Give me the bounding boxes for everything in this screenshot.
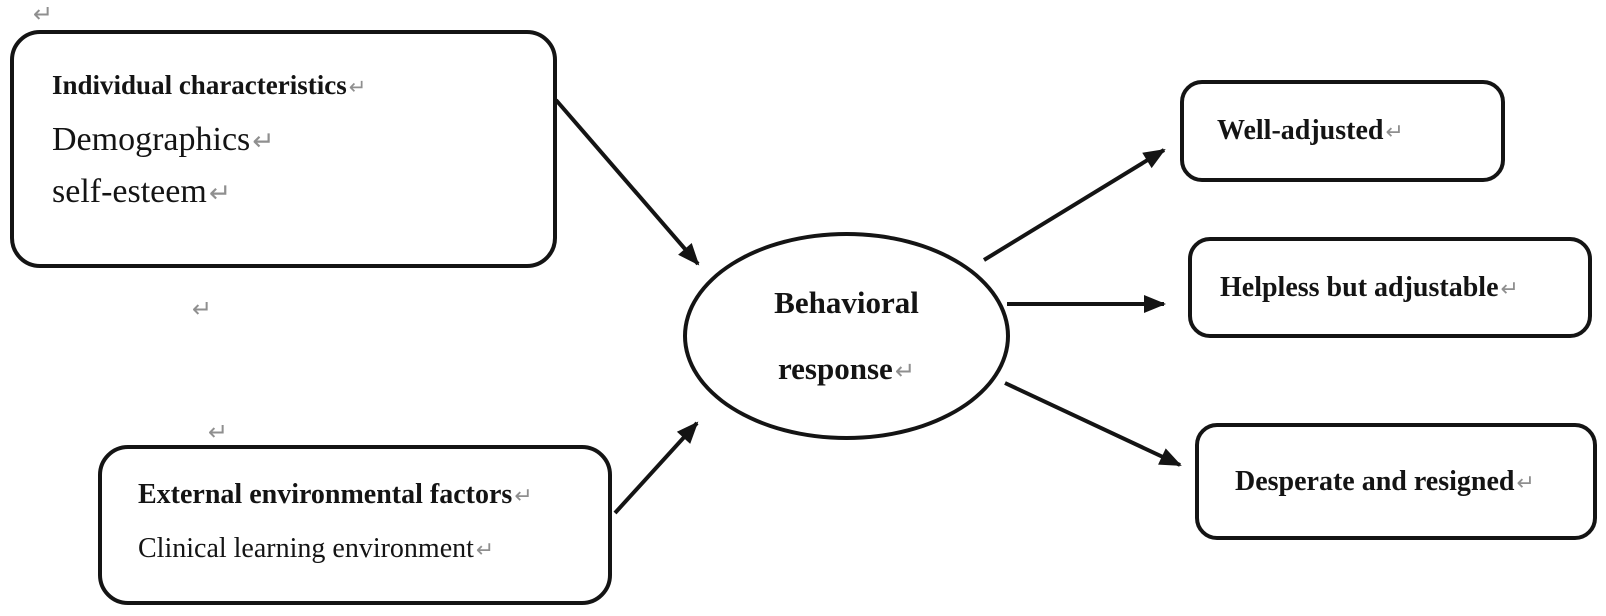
external-environmental-factors-box: External environmental factors↵ Clinical…: [98, 445, 612, 605]
helpless-but-adjustable-box: Helpless but adjustable↵: [1188, 237, 1592, 338]
self-esteem-text: self-esteem: [52, 173, 207, 210]
paragraph-mark: ↵: [192, 295, 213, 323]
behavioral-text: Behavioral: [774, 285, 919, 320]
arrow-behavioral-to-well-adjusted: [982, 148, 1166, 262]
individual-box-title: Individual characteristics↵: [52, 70, 553, 101]
paragraph-mark: ↵: [208, 178, 232, 209]
clinical-learning-environment-text: Clinical learning environment: [138, 533, 474, 564]
external-box-title: External environmental factors↵: [138, 479, 608, 511]
external-box-title-text: External environmental factors: [138, 479, 513, 510]
paragraph-mark: ↵: [252, 126, 275, 157]
well-adjusted-text: Well-adjusted: [1217, 115, 1384, 146]
desperate-text: Desperate and resigned: [1235, 465, 1515, 497]
well-adjusted-label: Well-adjusted↵: [1217, 115, 1404, 147]
paragraph-mark: ↵: [1500, 276, 1519, 302]
demographics-text: Demographics: [52, 121, 251, 158]
desperate-and-resigned-box: Desperate and resigned↵: [1195, 423, 1597, 540]
paragraph-mark: ↵: [1385, 120, 1404, 145]
paragraph-mark: ↵: [33, 0, 54, 28]
external-box-item-clinical: Clinical learning environment↵: [138, 533, 608, 565]
individual-box-item-self-esteem: self-esteem↵: [52, 173, 553, 211]
arrow-individual-to-behavioral: [554, 98, 700, 266]
helpless-label: Helpless but adjustable↵: [1220, 272, 1519, 304]
well-adjusted-box: Well-adjusted↵: [1180, 80, 1505, 182]
behavioral-line: Behavioral: [774, 285, 919, 321]
individual-box-item-demographics: Demographics↵: [52, 121, 553, 159]
paragraph-mark: ↵: [348, 74, 367, 99]
individual-box-title-text: Individual characteristics: [52, 70, 347, 100]
arrow-external-to-behavioral: [613, 421, 699, 515]
paragraph-mark: ↵: [208, 418, 229, 446]
response-line: response↵: [778, 351, 915, 387]
paragraph-mark: ↵: [1516, 470, 1535, 496]
helpless-text: Helpless but adjustable: [1220, 271, 1499, 303]
behavioral-response-ellipse: Behavioral response↵: [683, 232, 1010, 440]
paragraph-mark: ↵: [514, 484, 533, 509]
paragraph-mark: ↵: [475, 538, 495, 563]
response-text: response: [777, 351, 893, 386]
paragraph-mark: ↵: [894, 357, 916, 385]
desperate-label: Desperate and resigned↵: [1235, 466, 1535, 498]
arrow-behavioral-to-desperate: [1004, 381, 1182, 467]
individual-characteristics-box: Individual characteristics↵ Demographics…: [10, 30, 557, 268]
